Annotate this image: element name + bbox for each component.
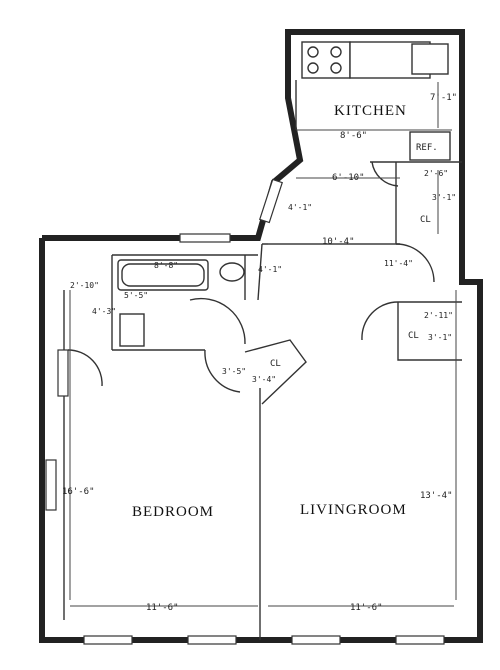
dim-hall-height: 11'-4" xyxy=(384,259,413,268)
kitchen-fixtures xyxy=(295,41,451,161)
living-closet-label: CL xyxy=(408,331,419,341)
dim-bath-left: 2'-10" xyxy=(70,281,99,290)
doors xyxy=(67,161,435,393)
dim-kitchen-closet-w: 2'-6" xyxy=(424,169,448,178)
dim-bath-right: 4'-1" xyxy=(258,265,282,274)
dim-bath-width: 8'-8" xyxy=(154,261,178,270)
dim-hall-closet-h: 3'-4" xyxy=(252,375,276,384)
stove xyxy=(301,41,351,79)
dim-kitchen-closet-h: 3'-1" xyxy=(432,193,456,202)
hall-closet-label: CL xyxy=(270,359,281,369)
interior-walls xyxy=(63,161,462,640)
dim-bath-small: 4'-3" xyxy=(92,307,116,316)
refrigerator-label: REF. xyxy=(416,143,438,153)
dim-living-width: 11'-6" xyxy=(350,603,383,613)
dim-liv-closet-h: 3'-1" xyxy=(428,333,452,342)
dim-wall-diag: 4'-1" xyxy=(288,203,312,212)
dim-liv-closet-w: 2'-11" xyxy=(424,311,453,320)
dim-bedroom-width: 11'-6" xyxy=(146,603,179,613)
dim-kitchen-width: 8'-6" xyxy=(340,131,367,141)
sink xyxy=(411,43,449,75)
dim-hall-width: 10'-4" xyxy=(322,237,355,247)
dim-bedroom-height: 16'-6" xyxy=(62,487,95,497)
outer-walls xyxy=(39,29,483,643)
livingroom-label: LIVINGROOM xyxy=(300,502,407,518)
bathroom-fixtures xyxy=(117,259,245,347)
windows xyxy=(45,178,445,645)
dim-hall-closet-w: 3'-5" xyxy=(222,367,246,376)
dim-kitchen-height: 7'-1" xyxy=(430,93,457,103)
sink-bath xyxy=(119,313,145,347)
dim-foyer-width: 6'-10" xyxy=(332,173,365,183)
dim-living-height: 13'-4" xyxy=(420,491,453,501)
toilet xyxy=(219,262,245,282)
kitchen-label: KITCHEN xyxy=(334,103,407,119)
bedroom-label: BEDROOM xyxy=(132,504,214,520)
kitchen-closet-label: CL xyxy=(420,215,431,225)
refrigerator xyxy=(409,131,451,161)
dim-bath-height: 5'-5" xyxy=(124,291,148,300)
dimension-lines xyxy=(69,82,457,607)
